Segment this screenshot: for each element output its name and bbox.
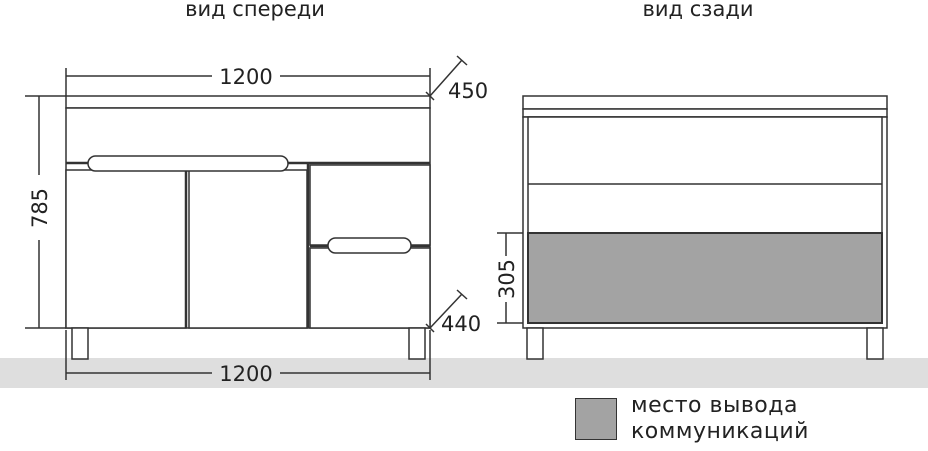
legend-line-2: коммуникаций xyxy=(631,419,809,444)
dim-width-top: 1200 xyxy=(219,65,272,89)
communications-area xyxy=(527,232,883,324)
leg-right xyxy=(408,327,426,360)
legend-swatch xyxy=(575,398,617,440)
drawer-bottom xyxy=(309,247,431,329)
front-view xyxy=(25,55,468,380)
rear-view xyxy=(497,95,888,360)
legend-line-1: место вывода xyxy=(631,393,798,418)
door-left xyxy=(65,169,187,329)
dim-comm-height: 305 xyxy=(495,259,519,299)
dim-height: 785 xyxy=(28,188,52,228)
leg-left xyxy=(71,327,89,360)
drawer-top xyxy=(309,164,431,246)
rear-view-title: вид сзади xyxy=(643,0,754,21)
front-view-title: вид спереди xyxy=(185,0,325,21)
countertop xyxy=(65,95,431,109)
rear-leg-left xyxy=(526,327,544,360)
dim-depth-bottom: 440 xyxy=(441,312,481,336)
legend: место вывода коммуникаций xyxy=(575,393,809,445)
legend-text: место вывода коммуникаций xyxy=(631,393,809,445)
drawer-handle xyxy=(327,237,412,254)
dim-depth-top: 450 xyxy=(448,79,488,103)
rear-countertop xyxy=(522,95,888,110)
door-right xyxy=(188,169,308,329)
dim-width-bottom: 1200 xyxy=(219,362,272,386)
door-handle xyxy=(87,155,289,172)
rear-leg-right xyxy=(866,327,884,360)
